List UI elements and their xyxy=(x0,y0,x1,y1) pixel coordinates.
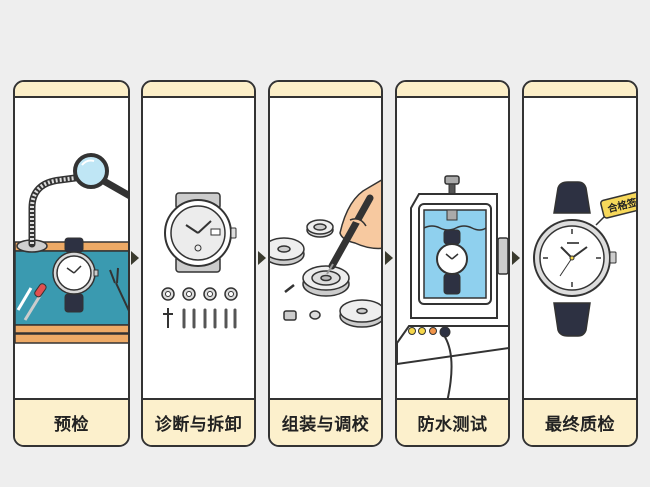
panel-cap xyxy=(397,82,508,98)
watch-with-disassembled-parts-icon xyxy=(143,98,254,402)
watch-with-pass-tag-icon: 合格签 xyxy=(524,98,636,402)
step-label: 诊断与拆卸 xyxy=(143,398,254,445)
hand-with-screwdriver-assembling-parts-icon xyxy=(270,98,381,402)
flow-arrow-2 xyxy=(258,251,266,265)
panel-cap xyxy=(524,82,636,98)
magnifier-lamp-over-watch-on-desk-icon xyxy=(15,98,128,402)
step-label: 预检 xyxy=(15,398,128,445)
panel-cap xyxy=(143,82,254,98)
step-panel-final-qc: 合格签 最终质检 xyxy=(522,80,638,447)
panel-cap xyxy=(270,82,381,98)
step-panel-diagnosis-disassembly: 诊断与拆卸 xyxy=(141,80,256,447)
flow-arrow-3 xyxy=(385,251,393,265)
step-panel-assembly-adjustment: 组装与调校 xyxy=(268,80,383,447)
step-label: 组装与调校 xyxy=(270,398,381,445)
flow-arrow-4 xyxy=(512,251,520,265)
waterproof-test-machine-icon xyxy=(397,98,508,402)
flow-arrow-1 xyxy=(131,251,139,265)
step-label: 防水测试 xyxy=(397,398,508,445)
panel-cap xyxy=(15,82,128,98)
step-panel-waterproof-test: 防水测试 xyxy=(395,80,510,447)
step-panel-precheck: 预检 xyxy=(13,80,130,447)
step-label: 最终质检 xyxy=(524,398,636,445)
